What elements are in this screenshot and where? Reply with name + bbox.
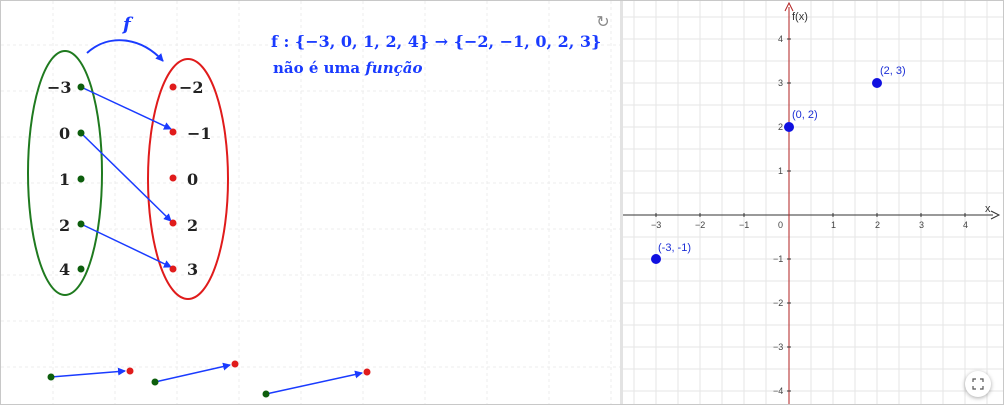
caption-prefix: não é uma: [273, 59, 360, 77]
codomain-point[interactable]: [169, 265, 177, 273]
x-tick-label: 0: [778, 220, 783, 230]
codomain-point[interactable]: [169, 174, 177, 182]
y-tick-label: −2: [773, 298, 783, 308]
domain-label: 4: [59, 260, 70, 279]
x-tick-label: 2: [875, 220, 880, 230]
domain-point[interactable]: [77, 83, 85, 91]
domain-set-ellipse[interactable]: [27, 50, 103, 296]
x-tick-label: −2: [695, 220, 705, 230]
plot-point[interactable]: [784, 122, 794, 132]
domain-point[interactable]: [77, 175, 85, 183]
map-symbol: f: [121, 14, 134, 35]
x-tick-label: −3: [651, 220, 661, 230]
codomain-label: −2: [179, 78, 204, 97]
codomain-point[interactable]: [169, 128, 177, 136]
y-tick-label: 4: [778, 34, 783, 44]
domain-label: −3: [47, 78, 72, 97]
domain-point[interactable]: [77, 265, 85, 273]
sample-arrow-end-point[interactable]: [231, 360, 239, 368]
codomain-point[interactable]: [169, 83, 177, 91]
y-axis-label: f(x): [792, 11, 808, 23]
mapping-arrow[interactable]: [80, 86, 172, 130]
sample-arrow[interactable]: [265, 370, 363, 395]
mapping-canvas: f −3 0 1 2 4 −2 −1 0 2 3: [1, 1, 620, 404]
domain-point[interactable]: [77, 220, 85, 228]
y-tick-label: 3: [778, 78, 783, 88]
fullscreen-button[interactable]: [965, 371, 991, 397]
codomain-label: −1: [187, 124, 212, 143]
x-axis-arrow: [990, 210, 1001, 220]
sample-arrow[interactable]: [154, 362, 231, 383]
y-tick-label: −4: [773, 386, 783, 396]
x-axis-label: x: [985, 203, 991, 215]
map-curved-arrow: [86, 39, 164, 62]
refresh-icon[interactable]: ↻: [596, 12, 610, 31]
function-caption: não é uma função: [273, 59, 422, 77]
function-definition: f : {−3, 0, 1, 2, 4} → {−2, −1, 0, 2, 3}: [271, 32, 601, 51]
sample-arrow-start-point[interactable]: [151, 378, 159, 386]
cartesian-canvas: x f(x) −3 −2 −1 0 1 2 3 4: [623, 1, 1003, 404]
plot-point[interactable]: [872, 78, 882, 88]
caption-emphasis: função: [364, 59, 422, 77]
codomain-point[interactable]: [169, 219, 177, 227]
plot-point[interactable]: [651, 254, 661, 264]
y-tick-label: −3: [773, 342, 783, 352]
sample-arrow-end-point[interactable]: [363, 368, 371, 376]
plot-point-label: (-3, -1): [658, 242, 691, 254]
plot-point-label: (0, 2): [792, 109, 818, 121]
background-grid: [1, 1, 620, 404]
fullscreen-icon: [972, 378, 984, 390]
codomain-label: 2: [187, 216, 198, 235]
codomain-set-ellipse[interactable]: [147, 58, 229, 300]
domain-point[interactable]: [77, 129, 85, 137]
graphics-view-cartesian[interactable]: x f(x) −3 −2 −1 0 1 2 3 4: [623, 1, 1003, 404]
x-tick-label: 1: [831, 220, 836, 230]
graphics-view-mapping[interactable]: f −3 0 1 2 4 −2 −1 0 2 3: [1, 1, 620, 404]
y-tick-label: 2: [778, 122, 783, 132]
x-tick-label: −1: [739, 220, 749, 230]
sample-arrow-start-point[interactable]: [262, 390, 270, 398]
x-tick-label: 4: [963, 220, 968, 230]
codomain-label: 0: [187, 170, 198, 189]
codomain-label: 3: [187, 260, 198, 279]
plot-point-label: (2, 3): [880, 65, 906, 77]
panel-divider[interactable]: [620, 1, 623, 404]
sample-arrow-start-point[interactable]: [47, 373, 55, 381]
domain-label: 0: [59, 124, 70, 143]
y-axis-arrow: [784, 1, 794, 12]
grid-lines: [623, 1, 1003, 404]
mapping-arrow[interactable]: [80, 132, 172, 222]
domain-label: 2: [59, 216, 70, 235]
mapping-arrow[interactable]: [80, 223, 172, 268]
x-tick-marks: [655, 213, 966, 217]
sample-arrow[interactable]: [50, 367, 126, 378]
sample-arrow-end-point[interactable]: [126, 367, 134, 375]
y-tick-label: −1: [773, 254, 783, 264]
x-tick-label: 3: [919, 220, 924, 230]
y-tick-label: 1: [778, 166, 783, 176]
domain-label: 1: [59, 170, 70, 189]
